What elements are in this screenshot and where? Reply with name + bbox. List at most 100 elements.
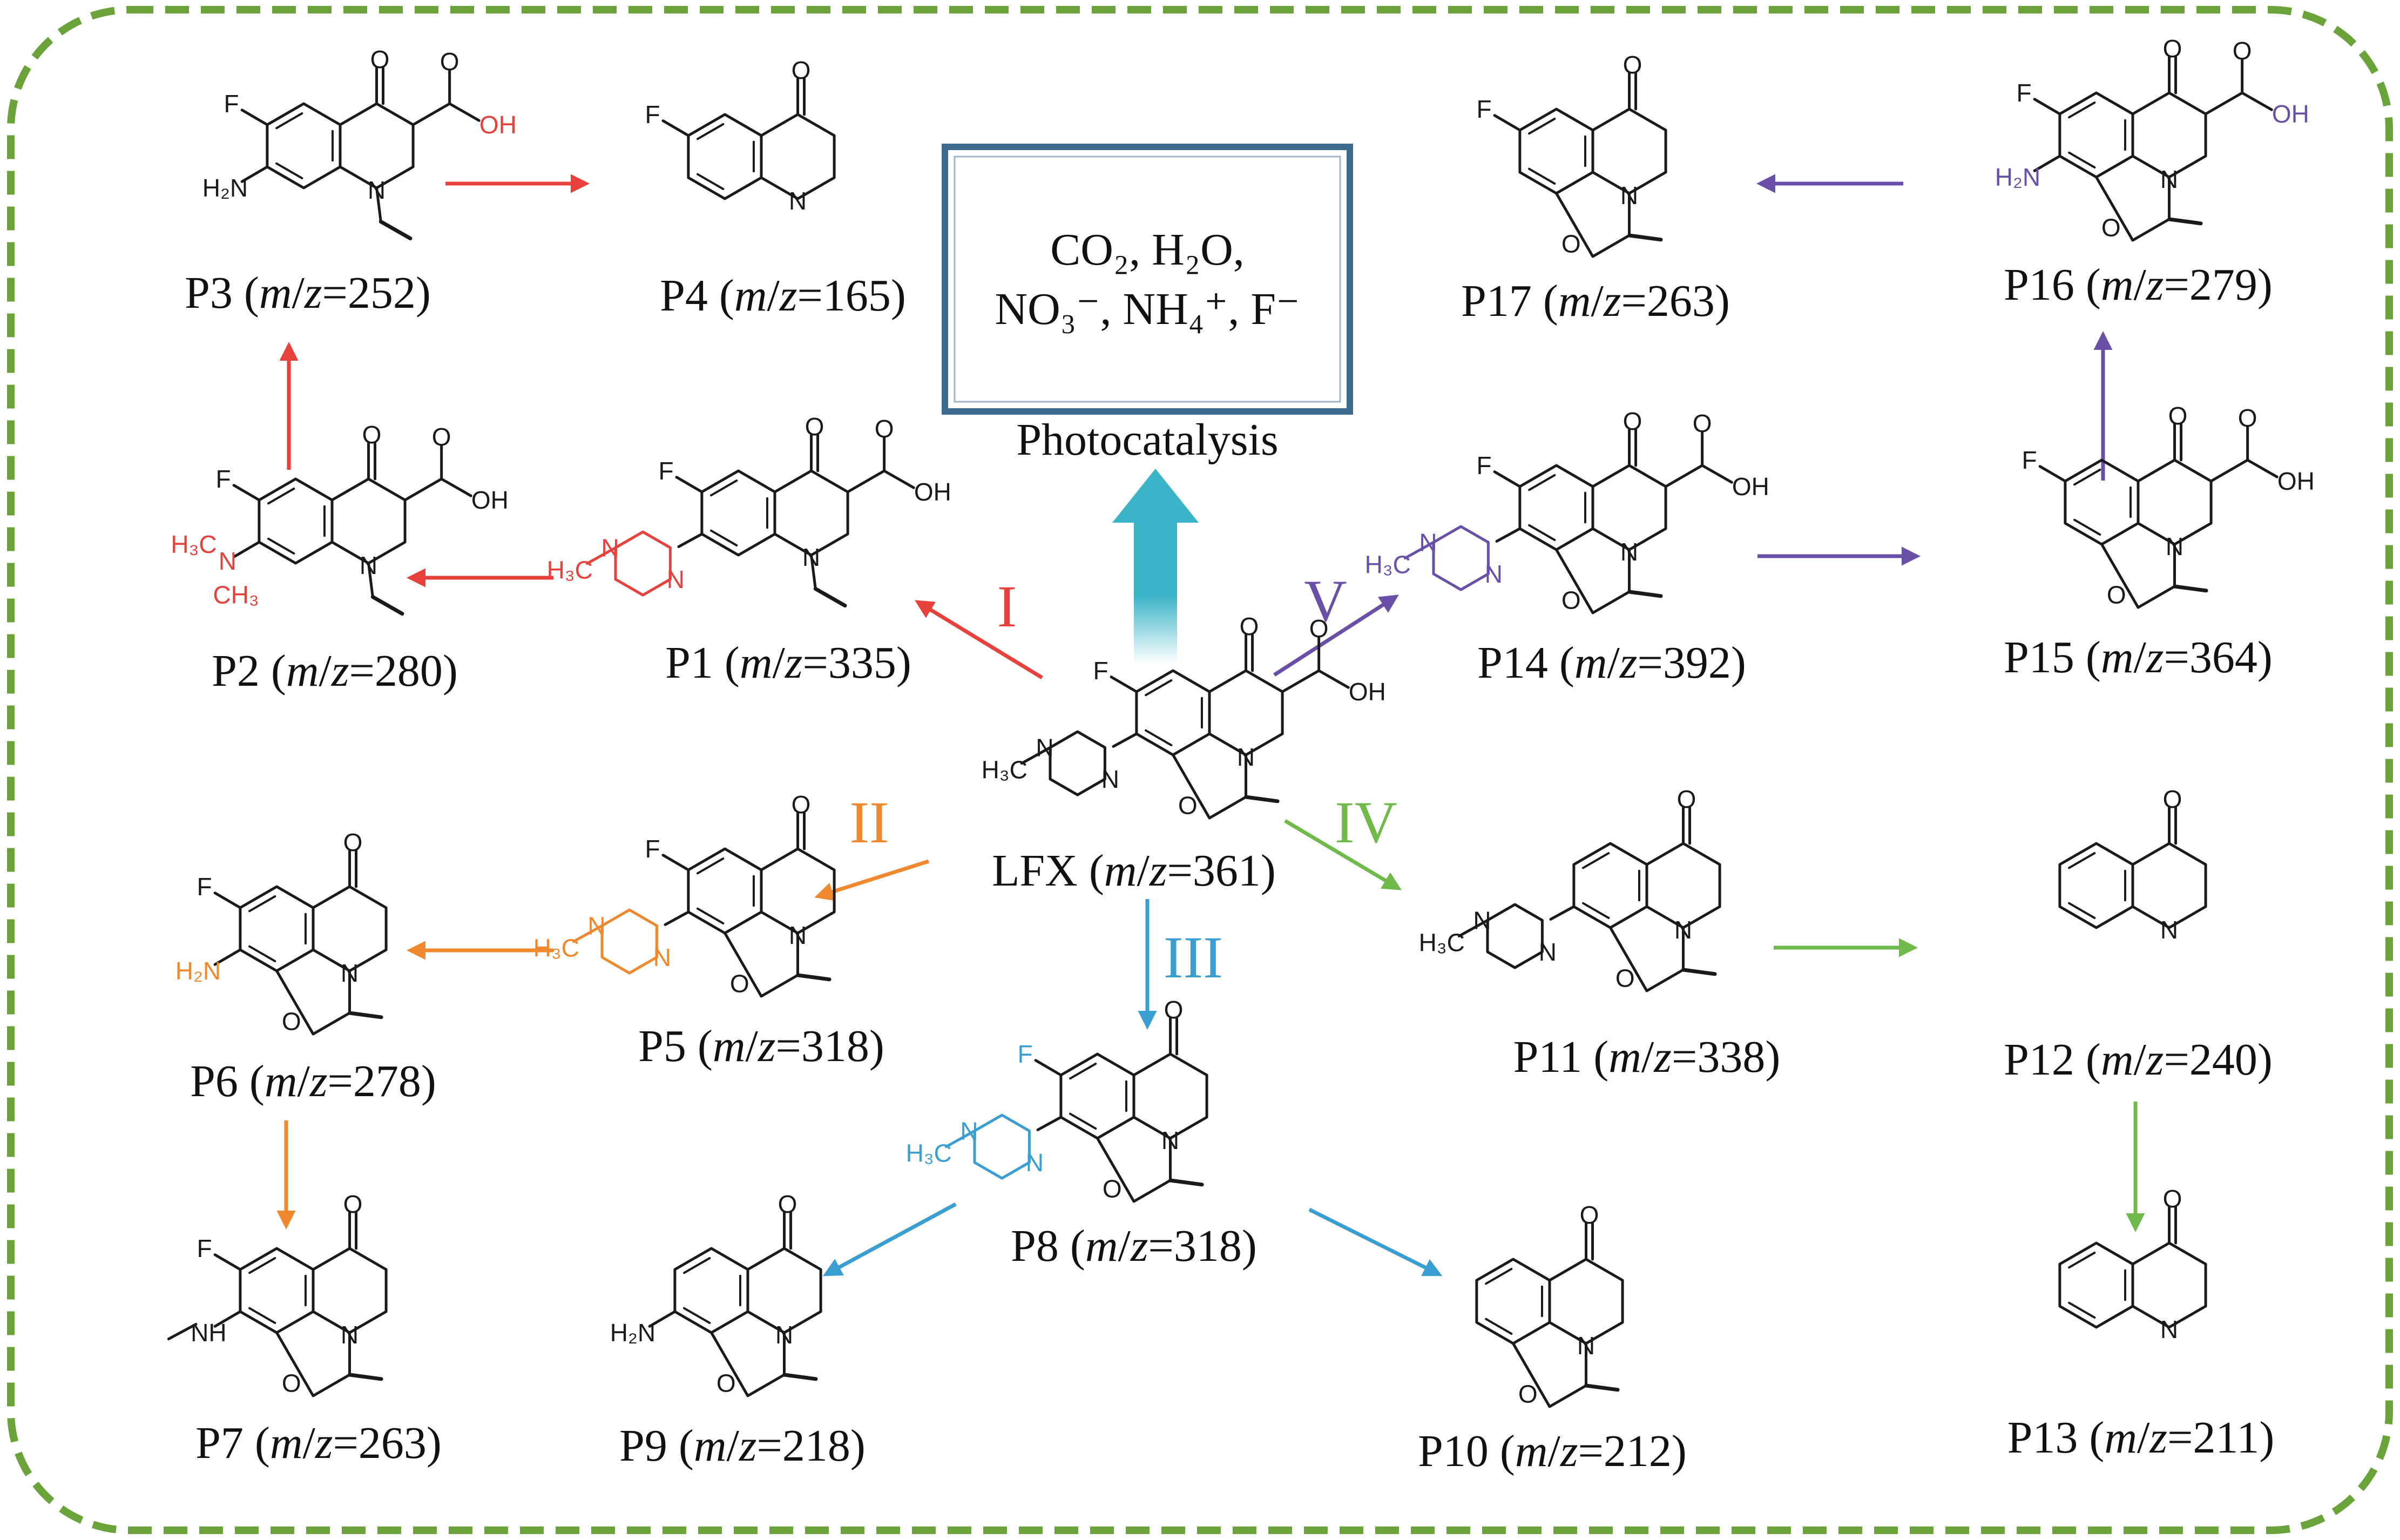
structure-p3: ONOOHFH₂N (202, 45, 517, 241)
svg-text:O: O (1623, 407, 1642, 435)
svg-text:O: O (343, 828, 363, 856)
structures: ONOOHFONNH₃CONOOHFNNH₃CONOOHFNH₃CCH₃ONOO… (167, 35, 2315, 1408)
pathway-numeral-1: I (997, 573, 1017, 639)
svg-text:N: N (2160, 916, 2178, 944)
compound-label-p17: P17 (m/z=263) (1461, 276, 1730, 326)
svg-text:O: O (1623, 51, 1642, 79)
mz-value: =335) (803, 638, 911, 688)
svg-text:O: O (432, 423, 451, 451)
mz-value: =279) (2164, 260, 2273, 310)
svg-text:N: N (1539, 938, 1557, 966)
structure-p1: ONOOHFNNH₃C (547, 413, 951, 608)
svg-text:O: O (875, 415, 894, 443)
svg-text:F: F (2022, 446, 2037, 474)
compound-label-p15: P15 (m/z=364) (2004, 632, 2273, 683)
svg-text:OH: OH (2272, 100, 2309, 128)
photocatalysis-caption: Photocatalysis (1016, 415, 1278, 465)
svg-text:O: O (2101, 214, 2121, 242)
svg-text:F: F (224, 90, 239, 118)
svg-text:O: O (2168, 402, 2188, 430)
svg-text:O: O (1518, 1380, 1538, 1408)
svg-text:O: O (1677, 785, 1696, 813)
svg-text:OH: OH (479, 111, 517, 139)
svg-text:OH: OH (914, 478, 951, 506)
svg-text:OH: OH (1732, 472, 1769, 501)
svg-text:O: O (2238, 404, 2257, 432)
mz-value: =318) (1148, 1221, 1257, 1271)
svg-text:NH: NH (191, 1319, 226, 1347)
pathway-numeral-5: V (1304, 568, 1347, 634)
arrow-lfx-p5 (814, 859, 930, 901)
mz-value: =211) (2167, 1413, 2274, 1463)
svg-text:O: O (282, 1008, 301, 1036)
compound-id: P4 ( (660, 271, 734, 321)
photocatalysis-arrow (1112, 469, 1199, 664)
svg-text:H₂N: H₂N (1995, 163, 2040, 191)
compound-id: P16 ( (2004, 260, 2101, 310)
pathway-numeral-3: III (1164, 924, 1223, 990)
compound-label-p11: P11 (m/z=338) (1513, 1032, 1781, 1082)
svg-text:H₃C: H₃C (171, 530, 217, 558)
svg-text:H₂N: H₂N (175, 957, 221, 985)
svg-text:O: O (2163, 35, 2182, 63)
svg-text:O: O (716, 1369, 736, 1397)
svg-text:N: N (219, 547, 236, 575)
compound-id: P13 ( (2007, 1413, 2105, 1463)
arrow-lfx-p14 (1273, 595, 1399, 677)
compound-label-p16: P16 (m/z=279) (2004, 260, 2273, 310)
compound-label-p6: P6 (m/z=278) (190, 1056, 436, 1106)
svg-text:F: F (645, 835, 660, 863)
svg-text:O: O (730, 970, 749, 998)
compound-label-lfx: LFX (m/z=361) (992, 846, 1276, 896)
arrow-lfx-p1 (915, 600, 1043, 679)
mz-value: =263) (1621, 276, 1730, 326)
svg-text:H₃C: H₃C (533, 934, 579, 962)
structure-p2: ONOOHFNH₃CCH₃ (171, 421, 509, 616)
mz-value: =361) (1167, 846, 1276, 896)
svg-text:OH: OH (1349, 678, 1386, 706)
svg-text:H₃C: H₃C (982, 755, 1027, 783)
svg-text:OH: OH (2277, 467, 2315, 495)
svg-text:F: F (1093, 657, 1108, 685)
svg-text:O: O (282, 1369, 301, 1397)
compound-id: P11 ( (1513, 1032, 1609, 1082)
svg-text:N: N (789, 187, 807, 215)
compound-label-p1: P1 (m/z=335) (665, 638, 911, 688)
compound-id: LFX ( (992, 846, 1104, 896)
compound-label-p5: P5 (m/z=318) (638, 1021, 884, 1071)
arrow-lfx-p11 (1284, 819, 1402, 890)
compound-label-p4: P4 (m/z=165) (660, 271, 906, 321)
svg-text:N: N (1485, 560, 1503, 588)
svg-text:O: O (343, 1190, 363, 1218)
compound-labels: LFX (m/z=361)P1 (m/z=335)P2 (m/z=280)P3 … (185, 260, 2274, 1476)
compound-id: P9 ( (619, 1421, 694, 1471)
outer-dashed-border (7, 6, 2393, 1534)
structure-p13: ON (2058, 1185, 2207, 1343)
mz-value: =364) (2164, 632, 2273, 683)
mz-value: =263) (333, 1418, 442, 1468)
svg-text:H₂N: H₂N (610, 1319, 655, 1347)
compound-id: P10 ( (1418, 1426, 1515, 1476)
svg-text:O: O (362, 421, 382, 449)
compound-id: P6 ( (190, 1056, 265, 1106)
svg-text:N: N (1101, 765, 1119, 793)
compound-id: P12 ( (2004, 1035, 2101, 1085)
svg-text:H₃C: H₃C (547, 556, 593, 584)
svg-text:O: O (1240, 612, 1259, 640)
svg-text:O: O (1580, 1201, 1599, 1229)
mz-value: =252) (322, 268, 431, 318)
svg-text:O: O (2163, 1185, 2182, 1213)
structure-p4: ONF (645, 56, 836, 215)
compound-id: P8 ( (1011, 1221, 1085, 1271)
svg-text:CH₃: CH₃ (213, 581, 259, 609)
compound-id: P15 ( (2004, 632, 2101, 683)
